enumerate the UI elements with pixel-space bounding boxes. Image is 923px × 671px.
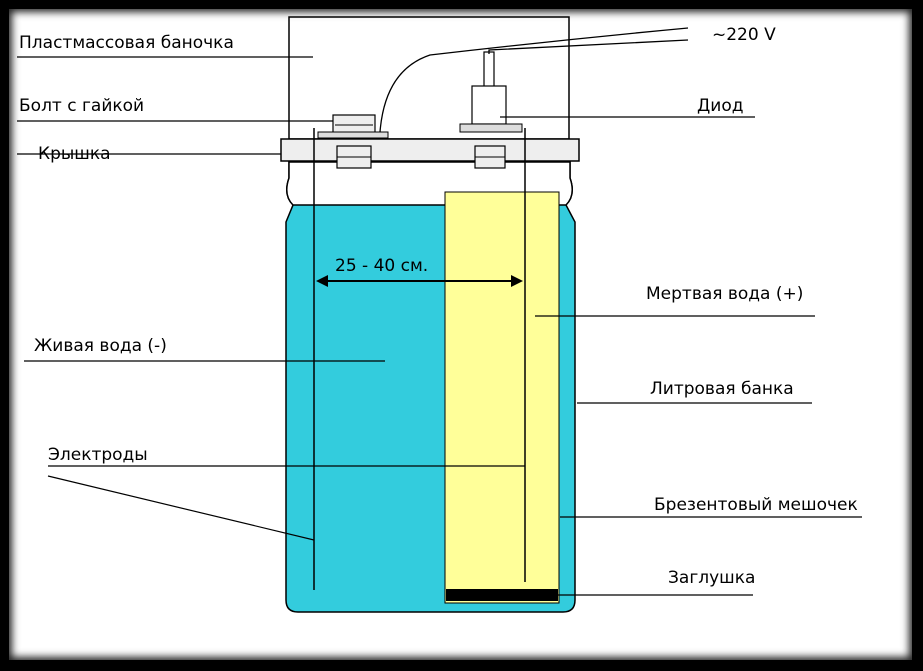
diode-wire (483, 51, 495, 89)
label-distance: 25 - 40 см. (335, 256, 428, 276)
bolt-washer (317, 131, 389, 139)
label-plug: Заглушка (668, 568, 755, 588)
label-electrodes: Электроды (48, 445, 148, 465)
label-diode: Диод (697, 96, 743, 116)
label-liter-jar: Литровая банка (650, 379, 794, 399)
canvas-bag (444, 191, 560, 604)
power-wire-2 (488, 39, 689, 54)
label-voltage: ~220 V (712, 25, 776, 45)
label-dead-water: Мертвая вода (+) (646, 284, 803, 304)
label-bolt-nut: Болт с гайкой (19, 96, 144, 116)
label-lid: Крышка (38, 144, 111, 164)
label-plastic-jar: Пластмассовая баночка (19, 33, 234, 53)
label-canvas-bag: Брезентовый мешочек (654, 495, 858, 515)
power-wire (379, 27, 689, 133)
label-live-water: Живая вода (-) (34, 336, 167, 356)
plug (446, 589, 558, 601)
diode-washer (459, 123, 523, 133)
diode-body (471, 85, 507, 125)
lid (280, 138, 580, 162)
